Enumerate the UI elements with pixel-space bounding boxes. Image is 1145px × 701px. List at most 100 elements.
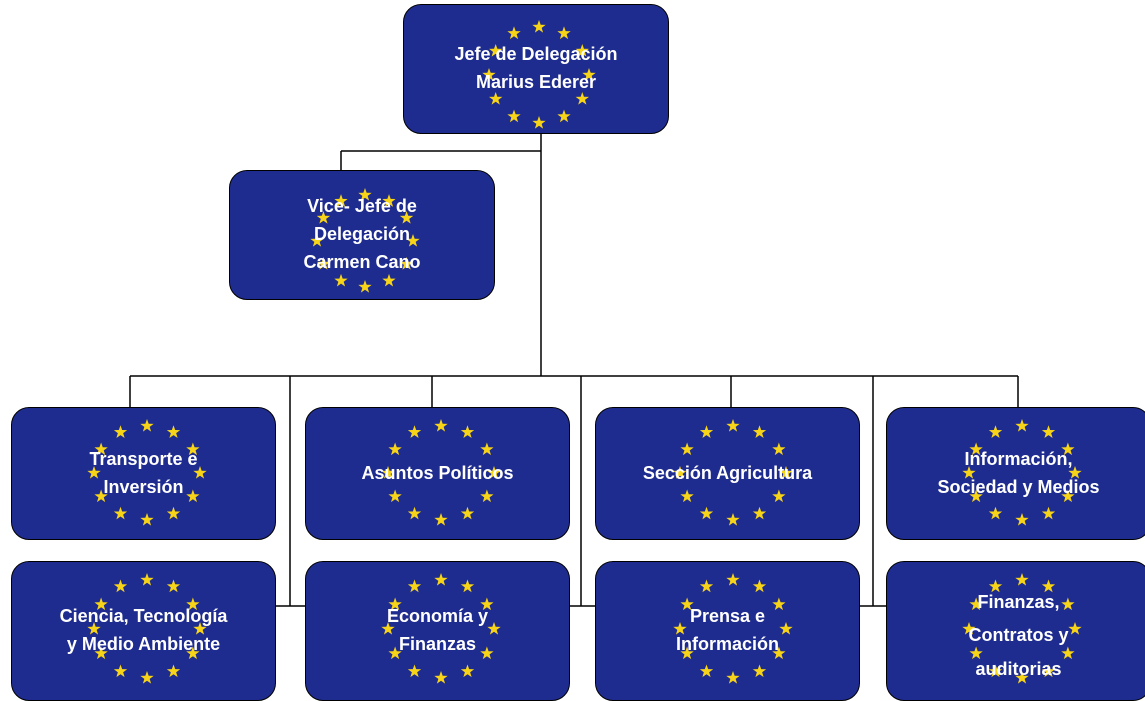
star-icon xyxy=(434,671,448,684)
star-icon xyxy=(726,573,740,586)
star-icon xyxy=(186,597,200,611)
star-icon xyxy=(489,44,503,57)
star-icon xyxy=(772,597,786,611)
star-icon xyxy=(334,273,348,287)
star-icon xyxy=(388,646,402,660)
star-icon xyxy=(334,194,348,207)
node-jefe-de-delegacion: Jefe de Delegación Marius Ederer xyxy=(403,4,669,134)
star-icon xyxy=(1061,597,1075,611)
star-icon xyxy=(699,664,714,678)
star-icon xyxy=(434,419,448,432)
star-icon xyxy=(969,597,983,611)
star-icon xyxy=(94,489,108,503)
star-icon xyxy=(407,579,422,593)
star-icon xyxy=(1041,425,1056,438)
star-icon xyxy=(186,646,200,660)
star-icon xyxy=(140,419,154,432)
star-icon xyxy=(726,419,740,432)
star-icon xyxy=(381,622,395,635)
star-icon xyxy=(113,425,128,438)
star-icon xyxy=(1015,513,1029,526)
star-icon xyxy=(358,188,372,201)
star-icon xyxy=(399,257,414,270)
star-icon xyxy=(752,506,767,520)
star-icon xyxy=(575,44,589,57)
star-icon xyxy=(460,664,475,678)
star-icon xyxy=(87,466,101,479)
star-icon xyxy=(1015,419,1029,432)
star-icon xyxy=(399,211,414,224)
star-icon xyxy=(699,579,714,593)
node-transporte-inversion: Transporte e Inversión xyxy=(11,407,276,540)
eu-stars-ring xyxy=(87,573,207,684)
star-icon xyxy=(140,513,154,526)
node-label: Jefe de Delegación Marius Ederer xyxy=(454,44,618,92)
star-icon xyxy=(699,506,714,520)
star-icon xyxy=(316,257,331,270)
star-icon xyxy=(988,425,1003,438)
star-icon xyxy=(779,622,793,635)
star-icon xyxy=(532,20,546,33)
node-ciencia-tecnologia: Ciencia, Tecnología y Medio Ambiente xyxy=(11,561,276,701)
star-icon xyxy=(87,622,101,635)
star-icon xyxy=(772,442,786,456)
star-icon xyxy=(988,506,1003,520)
star-icon xyxy=(1015,671,1029,684)
star-icon xyxy=(480,597,494,611)
node-label: Información, Sociedad y Medios xyxy=(937,448,1100,497)
star-icon xyxy=(962,622,976,635)
node-label: Finanzas, Contratos y auditorias xyxy=(968,592,1069,679)
star-icon xyxy=(557,109,571,123)
node-label: Transporte e Inversión xyxy=(89,448,198,497)
eu-stars-ring xyxy=(310,188,420,293)
star-icon xyxy=(140,671,154,684)
star-icon xyxy=(988,579,1003,593)
star-icon xyxy=(186,442,200,456)
star-icon xyxy=(166,506,181,520)
star-icon xyxy=(193,466,207,479)
star-icon xyxy=(673,466,687,479)
star-icon xyxy=(113,506,128,520)
star-icon xyxy=(1041,664,1056,678)
star-icon xyxy=(482,68,496,81)
star-icon xyxy=(166,579,181,593)
eu-stars-ring xyxy=(482,20,596,129)
star-icon xyxy=(779,466,793,479)
star-icon xyxy=(388,442,402,456)
star-icon xyxy=(407,664,422,678)
star-icon xyxy=(962,466,976,479)
star-icon xyxy=(406,234,420,247)
node-label: Economía y Finanzas xyxy=(386,606,489,654)
eu-stars-ring xyxy=(381,573,501,684)
star-icon xyxy=(988,664,1003,678)
star-icon xyxy=(460,425,475,438)
star-icon xyxy=(575,92,589,105)
star-icon xyxy=(969,646,983,660)
star-icon xyxy=(680,489,694,503)
star-icon xyxy=(969,442,983,456)
star-icon xyxy=(388,597,402,611)
star-icon xyxy=(507,109,521,123)
star-icon xyxy=(772,489,786,503)
star-icon xyxy=(358,280,372,293)
star-icon xyxy=(726,513,740,526)
star-icon xyxy=(1068,622,1082,635)
star-icon xyxy=(507,26,521,40)
eu-stars-ring xyxy=(673,419,793,526)
star-icon xyxy=(407,506,422,520)
star-icon xyxy=(382,273,396,287)
star-icon xyxy=(1061,442,1075,456)
eu-stars-ring xyxy=(962,419,1082,526)
star-icon xyxy=(752,664,767,678)
node-seccion-agricultura: Sección Agricultura xyxy=(595,407,860,540)
star-icon xyxy=(772,646,786,660)
star-icon xyxy=(1068,466,1082,479)
node-asuntos-politicos: Asuntos Políticos xyxy=(305,407,570,540)
star-icon xyxy=(316,211,331,224)
eu-stars-ring xyxy=(381,419,501,526)
star-icon xyxy=(407,425,422,438)
star-icon xyxy=(1041,506,1056,520)
star-icon xyxy=(113,579,128,593)
star-icon xyxy=(752,425,767,438)
star-icon xyxy=(480,442,494,456)
